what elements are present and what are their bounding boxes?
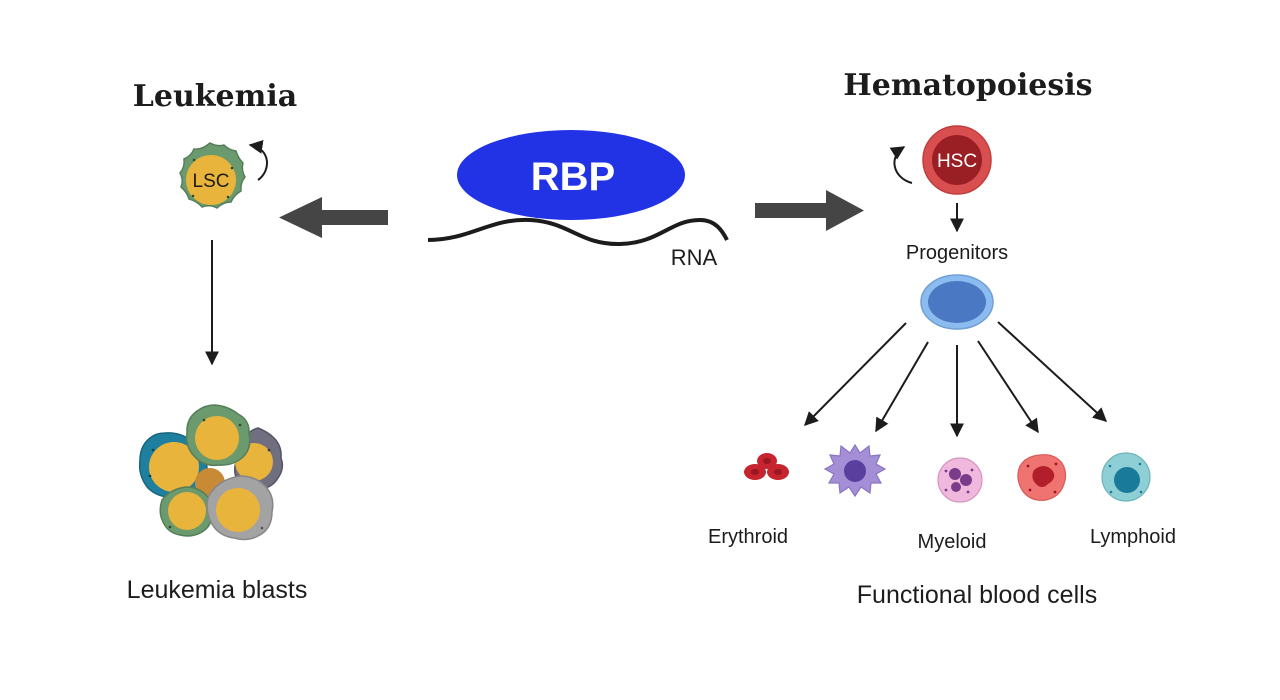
rna-label: RNA (671, 245, 718, 270)
arrow-to-hematopoiesis (755, 190, 864, 231)
lsc-cell: LSC (179, 142, 246, 209)
leukemia-title: Leukemia (133, 79, 297, 114)
rbp-protein (457, 130, 685, 220)
lymphocyte-cell (1101, 452, 1151, 502)
arrow-to-granulocyte (977, 340, 1039, 434)
myeloid-cell (937, 457, 983, 503)
progenitors-label: Progenitors (906, 242, 1008, 264)
erythrocyte-cells (744, 453, 789, 480)
progenitor-cell (920, 274, 994, 330)
hsc-label: HSC (937, 151, 977, 172)
arrow-to-lymphocyte (997, 321, 1108, 422)
erythroid-label: Erythroid (708, 526, 788, 548)
rna-strand (427, 217, 729, 247)
functional-blood-cells-caption: Functional blood cells (857, 581, 1097, 609)
hematopoiesis-title: Hematopoiesis (843, 68, 1092, 103)
lymphoid-label: Lymphoid (1090, 526, 1176, 548)
rbp-label: RBP (531, 155, 615, 199)
granulocyte-cell (1017, 454, 1067, 501)
arrow-to-erythrocyte (804, 322, 907, 426)
leukemia-blasts-cluster (138, 404, 284, 541)
myeloid-label: Myeloid (918, 531, 987, 553)
lsc-label: LSC (193, 171, 230, 192)
lsc-nucleus (186, 155, 236, 205)
megakaryocyte-cell (823, 443, 887, 498)
hsc-self-renewal-arrow (889, 146, 913, 184)
arrow-to-leukemia (279, 197, 388, 238)
lsc-self-renewal-arrow (248, 139, 268, 181)
hsc-nucleus (932, 135, 982, 185)
hsc-cell: HSC (922, 125, 992, 195)
arrow-to-megakaryocyte (875, 341, 929, 433)
leukemia-blasts-caption: Leukemia blasts (127, 576, 308, 604)
